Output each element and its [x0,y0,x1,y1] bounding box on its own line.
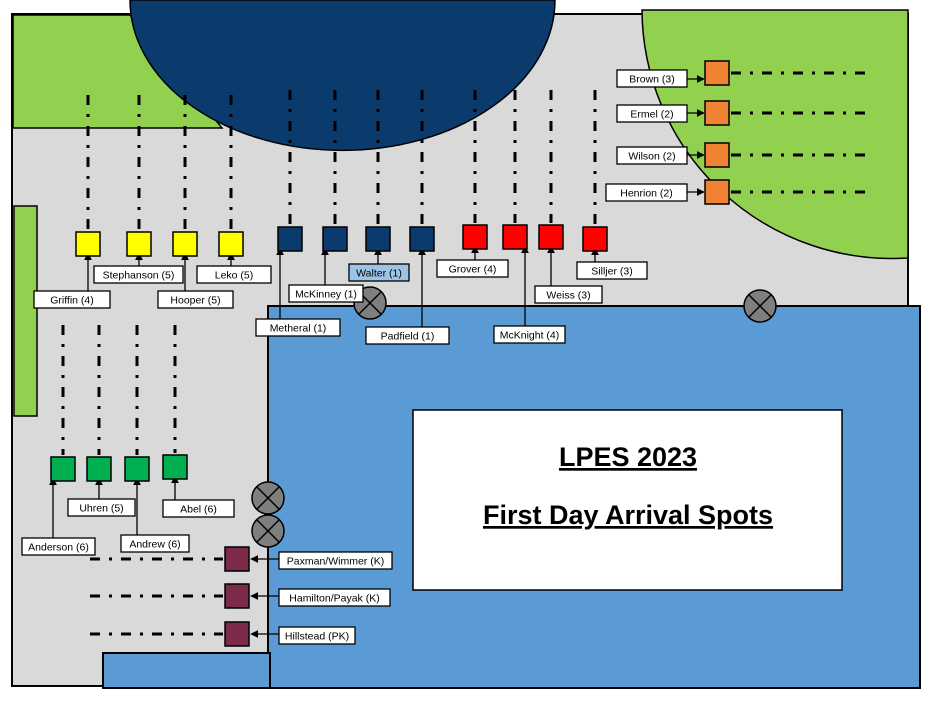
spot-marker [224,583,250,609]
spot-label-box [288,284,364,303]
spot-marker [322,226,348,252]
spot-label: Paxman/Wimmer (K) [287,556,384,568]
spot-label-box [67,498,136,517]
spot-marker [224,546,250,572]
lawn-left-strip [13,205,38,417]
spot-marker [50,456,76,482]
spot-label: Leko (5) [215,270,254,282]
spot-label-box [436,259,509,278]
spot-label: Metheral (1) [270,323,327,335]
lawn-top-left [12,14,224,129]
spot-label-box [255,318,341,337]
spot-label-box [534,285,603,304]
spot-label: Walter (1) [356,268,402,280]
spot-marker [86,456,112,482]
spot-label-box [616,104,688,123]
page-subtitle: First Day Arrival Spots [483,500,773,530]
spot-label-box [162,499,235,518]
spot-label-box [365,326,450,345]
page-title: LPES 2023 [559,442,697,472]
spot-label: Silljer (3) [591,266,632,278]
lane-lines [61,71,870,636]
crossing-icon [251,514,285,548]
spot-label: McKnight (4) [500,330,560,342]
crossing-icon [743,289,777,323]
spot-marker [365,226,391,252]
spot-label-box [21,537,96,556]
spot-labels: Griffin (4) Stephanson (5) Hooper (5) Leko … [21,69,688,645]
spot-marker [162,454,188,480]
spot-label-box [576,261,648,280]
spot-label: Andrew (6) [129,539,180,551]
spot-label-box [616,69,688,88]
spot-marker [462,224,488,250]
spot-marker [172,231,198,257]
spot-label-box [120,534,190,553]
spot-label: Hillstead (PK) [285,631,349,643]
spot-marker [224,621,250,647]
spot-marker [704,100,730,126]
spot-marker [409,226,435,252]
spot-marker [704,179,730,205]
spot-label: Abel (6) [180,504,217,516]
spot-label: Hooper (5) [170,295,220,307]
spot-label-box [93,265,184,284]
spot-label-box [278,551,393,570]
spot-label-box [493,325,566,344]
spot-marker [582,226,608,252]
spot-marker [277,226,303,252]
spot-label-box [278,626,356,645]
spot-label: Hamilton/Payak (K) [289,593,379,605]
spot-marker [75,231,101,257]
spot-label: Ermel (2) [630,109,673,121]
spot-marker [704,60,730,86]
spot-marker [538,224,564,250]
spot-label-box [157,290,234,309]
building-annex [102,652,271,689]
spot-label: Brown (3) [629,74,675,86]
spot-label: Anderson (6) [28,542,89,554]
spot-label: Weiss (3) [546,290,590,302]
round-building [129,0,556,152]
spot-label-box [616,146,688,165]
spot-label: McKinney (1) [295,289,357,301]
spot-label: Griffin (4) [50,295,94,307]
spot-label: Henrion (2) [620,188,673,200]
spot-label: Wilson (2) [628,151,675,163]
spot-label: Uhren (5) [79,503,123,515]
spot-marker [126,231,152,257]
spot-markers [50,60,730,647]
spot-marker [218,231,244,257]
spot-label-box [348,263,410,282]
spot-marker [704,142,730,168]
crossing-icon [251,481,285,515]
spot-label: Stephanson (5) [103,270,175,282]
spot-label: Padfield (1) [381,331,435,343]
spot-label: Grover (4) [449,264,497,276]
crossing-icons [251,286,777,548]
spot-label-box [605,183,688,202]
spot-label-box [33,290,111,309]
spot-marker [124,456,150,482]
title-box [412,409,843,591]
spot-label-box [196,265,272,284]
spot-marker [502,224,528,250]
spot-label-box [278,588,391,607]
